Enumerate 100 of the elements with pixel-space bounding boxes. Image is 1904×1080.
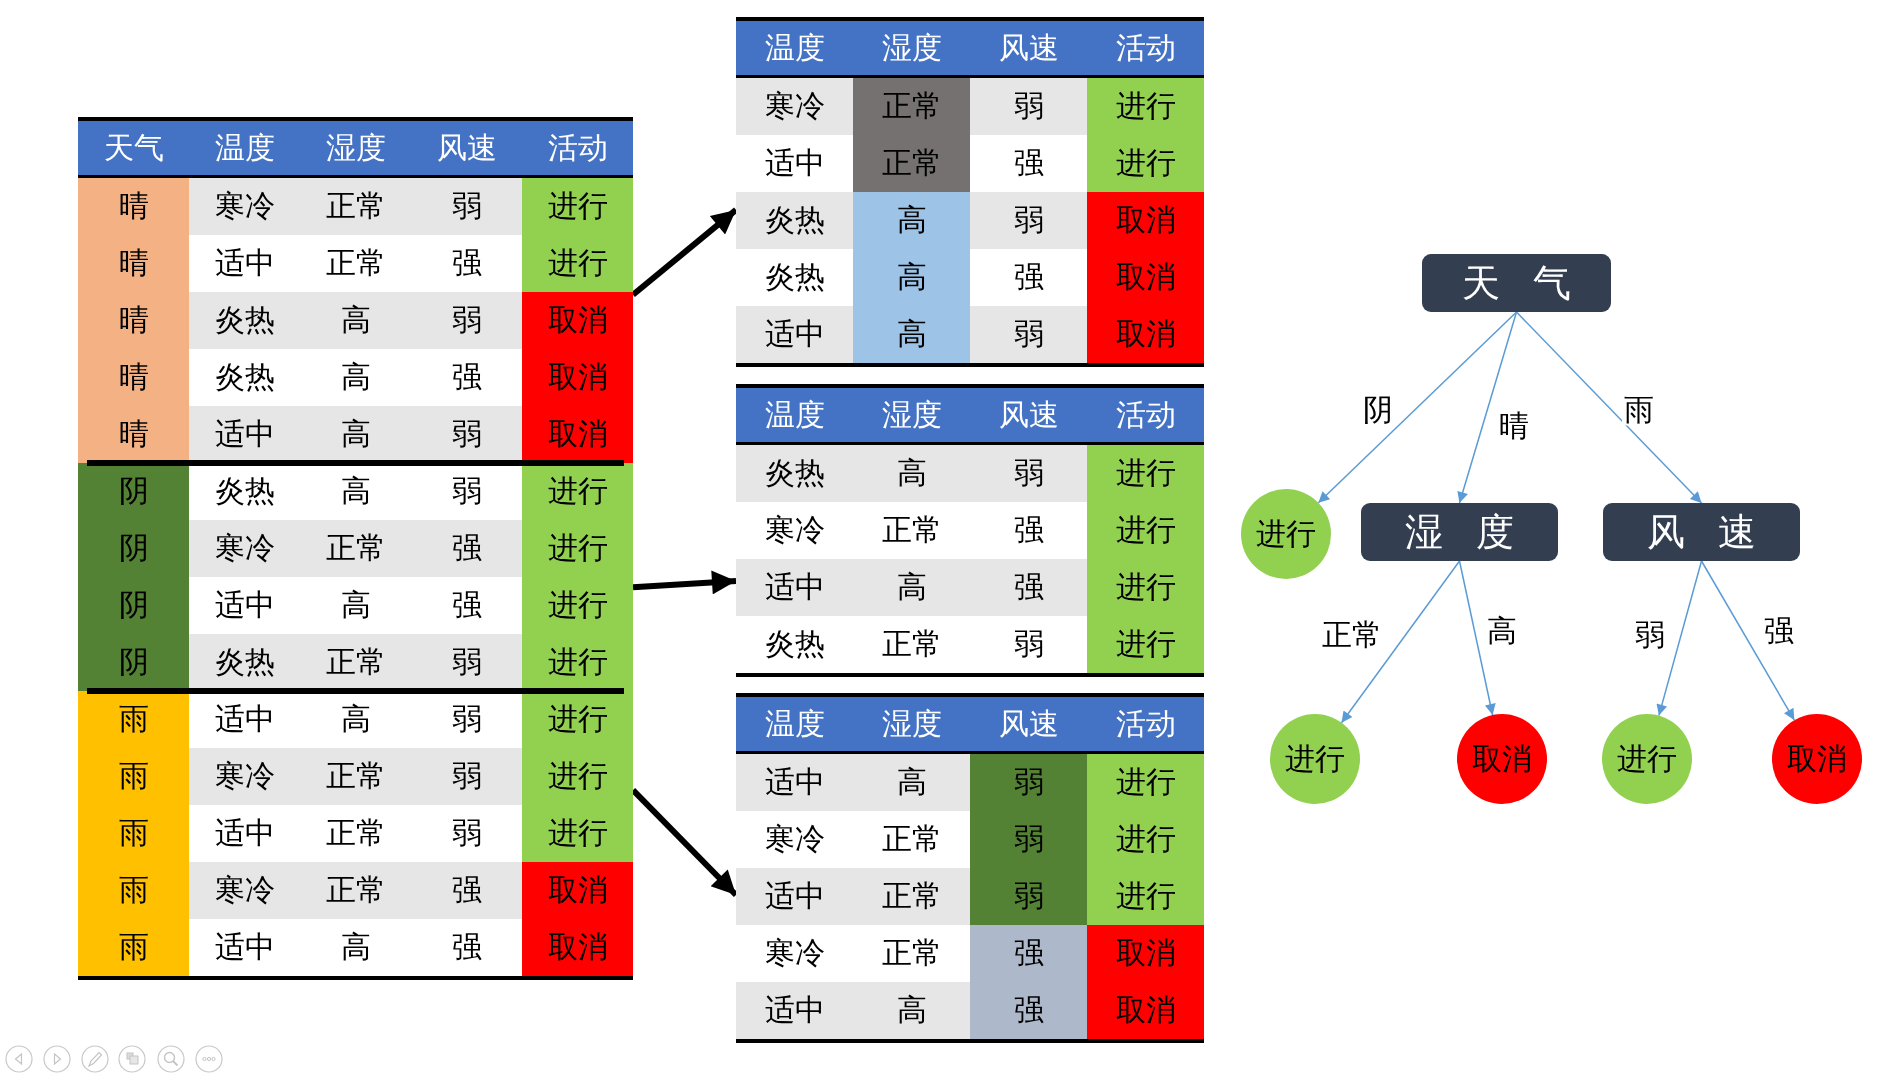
data-table	[736, 693, 1204, 1043]
header-cell: 天气	[78, 121, 189, 178]
table-cell: 正常	[853, 78, 970, 135]
arrow	[1656, 560, 1703, 717]
table-cell: 阴	[78, 577, 189, 634]
header-cell: 湿度	[853, 21, 970, 78]
header-cell: 风速	[970, 697, 1087, 754]
table-cell: 弱	[411, 292, 522, 349]
table-cell: 弱	[970, 445, 1087, 502]
table-cell: 高	[300, 292, 411, 349]
table-cell: 晴	[78, 178, 189, 235]
table-cell: 进行	[522, 634, 633, 691]
table-cell: 适中	[736, 982, 853, 1039]
table-cell: 高	[853, 306, 970, 363]
table-cell: 进行	[522, 178, 633, 235]
table-cell: 取消	[1087, 192, 1204, 249]
decision-box: 风 速	[1603, 503, 1800, 561]
header-cell: 温度	[736, 697, 853, 754]
table-cell: 进行	[1087, 868, 1204, 925]
table-cell: 弱	[970, 754, 1087, 811]
table-cell: 晴	[78, 292, 189, 349]
table-cell: 取消	[522, 406, 633, 463]
table-cell: 取消	[1087, 925, 1204, 982]
table-cell: 正常	[300, 634, 411, 691]
table-cell: 进行	[1087, 135, 1204, 192]
table-cell: 弱	[411, 634, 522, 691]
table-cell: 强	[411, 520, 522, 577]
table-cell: 弱	[411, 178, 522, 235]
header-cell: 湿度	[853, 388, 970, 445]
data-table	[736, 384, 1204, 677]
result-circle: 进行	[1270, 714, 1360, 804]
header-cell: 活动	[1087, 697, 1204, 754]
table-cell: 正常	[300, 178, 411, 235]
arrow	[630, 788, 739, 898]
table-cell: 适中	[736, 754, 853, 811]
table-cell: 取消	[1087, 306, 1204, 363]
table-cell: 寒冷	[189, 748, 300, 805]
table-cell: 正常	[300, 862, 411, 919]
result-circle: 取消	[1772, 714, 1862, 804]
table-cell: 弱	[970, 811, 1087, 868]
table-cell: 弱	[411, 406, 522, 463]
table-cell: 弱	[411, 748, 522, 805]
table-cell: 寒冷	[736, 78, 853, 135]
table-cell: 晴	[78, 235, 189, 292]
table-cell: 弱	[970, 78, 1087, 135]
table-cell: 强	[970, 982, 1087, 1039]
table-cell: 雨	[78, 691, 189, 748]
table-cell: 进行	[522, 805, 633, 862]
table-cell: 炎热	[189, 634, 300, 691]
table-cell: 阴	[78, 463, 189, 520]
header-cell: 湿度	[300, 121, 411, 178]
table-cell: 阴	[78, 634, 189, 691]
table-cell: 进行	[522, 748, 633, 805]
table-cell: 进行	[522, 691, 633, 748]
arrow	[1700, 560, 1796, 721]
table-cell: 取消	[522, 292, 633, 349]
decision-box: 天 气	[1422, 254, 1611, 312]
data-table	[78, 117, 633, 980]
table-cell: 高	[300, 406, 411, 463]
header-cell: 风速	[970, 21, 1087, 78]
table-cell: 高	[853, 192, 970, 249]
table-cell: 雨	[78, 805, 189, 862]
table-cell: 取消	[522, 919, 633, 976]
header-cell: 活动	[522, 121, 633, 178]
table-cell: 晴	[78, 406, 189, 463]
table-cell: 进行	[1087, 811, 1204, 868]
table-cell: 强	[970, 925, 1087, 982]
header-cell: 温度	[189, 121, 300, 178]
table-cell: 强	[411, 862, 522, 919]
table-cell: 进行	[1087, 559, 1204, 616]
table-cell: 寒冷	[189, 520, 300, 577]
table-cell: 进行	[1087, 78, 1204, 135]
table-cell: 高	[853, 445, 970, 502]
table-cell: 高	[853, 754, 970, 811]
arrow	[1340, 560, 1461, 724]
table-cell: 进行	[1087, 445, 1204, 502]
table-cell: 进行	[522, 520, 633, 577]
header-cell: 湿度	[853, 697, 970, 754]
table-cell: 进行	[522, 463, 633, 520]
result-circle: 进行	[1241, 489, 1331, 579]
table-cell: 炎热	[736, 445, 853, 502]
arrow	[632, 570, 737, 595]
table-cell: 寒冷	[189, 178, 300, 235]
table-cell: 高	[853, 249, 970, 306]
table-cell: 弱	[970, 306, 1087, 363]
arrow	[1515, 311, 1703, 504]
table-cell: 寒冷	[189, 862, 300, 919]
table-cell: 进行	[522, 235, 633, 292]
edge-label: 晴	[1497, 408, 1531, 442]
table-cell: 进行	[1087, 754, 1204, 811]
table-cell: 取消	[1087, 249, 1204, 306]
table-cell: 正常	[853, 135, 970, 192]
table-cell: 适中	[736, 868, 853, 925]
table-cell: 正常	[300, 520, 411, 577]
arrow	[1317, 311, 1518, 504]
data-table	[736, 17, 1204, 367]
table-cell: 雨	[78, 919, 189, 976]
table-cell: 取消	[522, 349, 633, 406]
table-cell: 适中	[189, 406, 300, 463]
arrow	[1458, 560, 1496, 716]
